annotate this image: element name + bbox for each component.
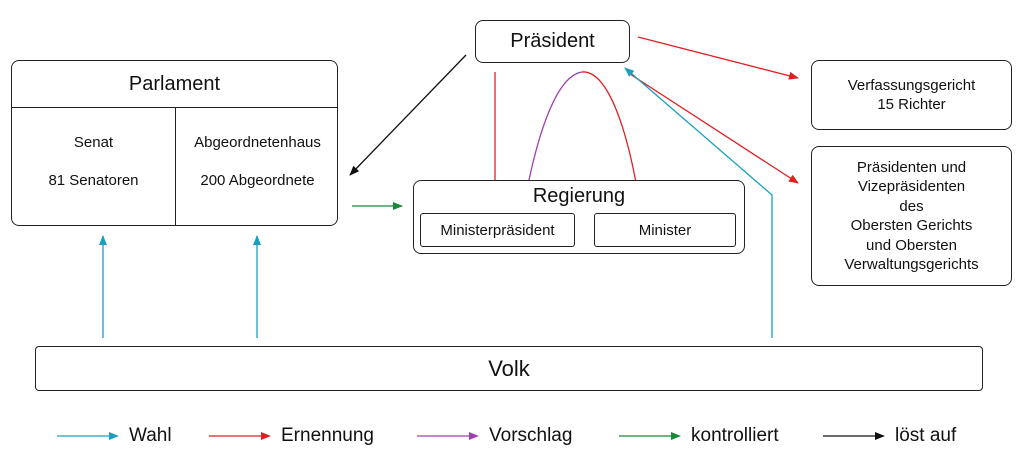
constitutional-court-line2: 15 Richter <box>877 96 946 113</box>
senate-name: Senat <box>73 134 114 151</box>
house-name: Abgeordnetenhaus <box>194 134 321 151</box>
house-section: Abgeordnetenhaus 200 Abgeordnete <box>176 107 339 226</box>
president-box: Präsident <box>475 20 630 63</box>
government-title: Regierung <box>532 185 626 207</box>
constitutional-court-line1: Verfassungsgericht <box>847 77 976 94</box>
house-members: 200 Abgeordnete <box>200 172 315 189</box>
senate-section: Senat 81 Senatoren <box>12 107 175 226</box>
legend-arrow-wahl-icon <box>57 432 119 440</box>
legend-arrow-kontrolliert-icon <box>619 432 681 440</box>
court-presidents-line1: Präsidenten und <box>856 158 967 176</box>
legend-item-loest-auf: löst auf <box>823 424 956 448</box>
legend-item-vorschlag: Vorschlag <box>417 424 572 448</box>
minister-label: Minister <box>638 221 692 239</box>
prime-minister-box: Ministerpräsident <box>420 213 575 247</box>
legend-label-ernennung: Ernennung <box>281 425 374 446</box>
court-presidents-line3: des <box>899 197 924 215</box>
court-presidents-line6: Verwaltungsgerichts <box>844 256 979 273</box>
legend-arrow-vorschlag-icon <box>417 432 479 440</box>
court-presidents-line5: und Obersten <box>866 236 957 254</box>
people-box: Volk <box>35 346 983 391</box>
legend-label-wahl: Wahl <box>129 425 172 446</box>
arrow-president-appoints-court-presidents <box>629 73 799 184</box>
legend-label-loest-auf: löst auf <box>895 425 957 446</box>
constitutional-court-box: Verfassungsgericht 15 Richter <box>811 60 1012 130</box>
court-presidents-line4: Obersten Gerichts <box>850 217 973 234</box>
legend-label-kontrolliert: kontrolliert <box>691 425 779 446</box>
legend-item-ernennung: Ernennung <box>209 424 374 448</box>
arrow-president-dissolves-parliament <box>349 54 467 176</box>
legend-label-vorschlag: Vorschlag <box>489 425 573 446</box>
legend-arrow-ernennung-icon <box>209 432 271 440</box>
prime-minister-label: Ministerpräsident <box>440 221 555 239</box>
arrow-president-appoints-constitutional-court <box>637 36 799 80</box>
legend-arrow-loest-auf-icon <box>823 432 885 440</box>
legend-item-wahl: Wahl <box>57 424 172 448</box>
court-presidents-box: Präsidenten und Vizepräsidenten des Ober… <box>811 146 1012 286</box>
court-presidents-line2: Vizepräsidenten <box>857 178 966 195</box>
legend-item-kontrolliert: kontrolliert <box>619 424 779 448</box>
parliament-title: Parlament <box>12 61 337 108</box>
people-label: Volk <box>488 355 530 381</box>
parliament-box: Parlament Senat 81 Senatoren Abgeordnete… <box>11 60 338 226</box>
parliament-divider <box>175 107 176 226</box>
senate-members: 81 Senatoren <box>48 172 139 189</box>
minister-box: Minister <box>594 213 736 247</box>
president-label: Präsident <box>510 30 595 52</box>
